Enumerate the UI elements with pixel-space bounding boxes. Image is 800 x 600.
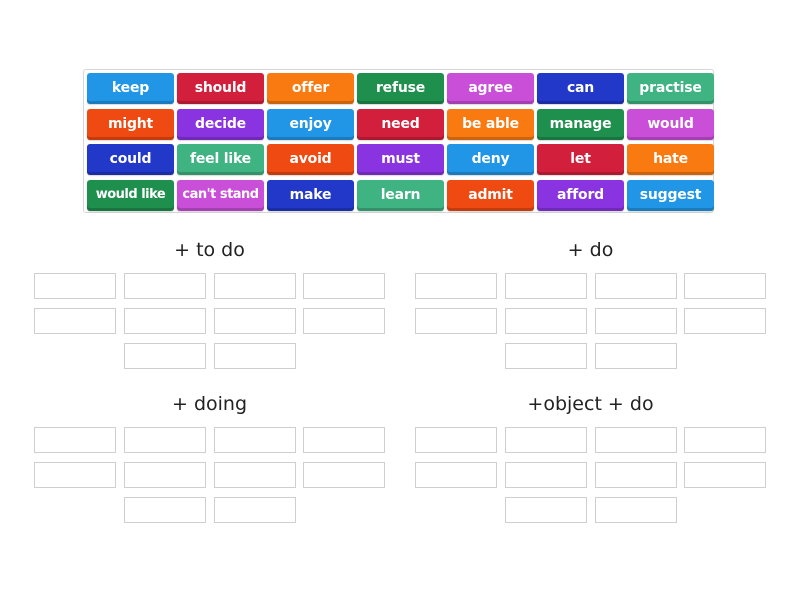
word-tile[interactable]: should [177, 73, 264, 104]
drop-slot[interactable] [505, 462, 587, 488]
word-tile[interactable]: make [267, 179, 354, 211]
word-tile[interactable]: suggest [627, 179, 714, 211]
word-tile[interactable]: keep [87, 73, 174, 104]
word-tile[interactable]: might [87, 108, 174, 140]
drop-slot[interactable] [214, 308, 296, 334]
drop-slot[interactable] [303, 427, 385, 453]
drop-slot[interactable] [415, 427, 497, 453]
group-title: + doing [171, 393, 248, 415]
drop-slot[interactable] [124, 497, 206, 523]
drop-slot[interactable] [415, 273, 497, 299]
drop-slot[interactable] [505, 308, 587, 334]
drop-slot[interactable] [505, 273, 587, 299]
word-tile[interactable]: hate [627, 144, 714, 175]
drop-slot[interactable] [505, 427, 587, 453]
word-tile[interactable]: be able [447, 108, 534, 140]
word-tile[interactable]: could [87, 144, 174, 175]
drop-slot[interactable] [214, 427, 296, 453]
drop-slot[interactable] [505, 343, 587, 369]
drop-slot[interactable] [214, 497, 296, 523]
word-tile[interactable]: refuse [357, 73, 444, 104]
word-tile[interactable]: can [537, 73, 624, 104]
word-tile[interactable]: feel like [177, 144, 264, 175]
drop-slot[interactable] [124, 308, 206, 334]
drop-slot[interactable] [124, 462, 206, 488]
drop-slot[interactable] [684, 427, 766, 453]
drop-slot[interactable] [34, 462, 116, 488]
group-title: + do [567, 239, 614, 261]
drop-slot[interactable] [124, 343, 206, 369]
drop-slot[interactable] [34, 273, 116, 299]
word-tile[interactable]: agree [447, 73, 534, 104]
word-tile[interactable]: need [357, 108, 444, 140]
drop-slot[interactable] [34, 308, 116, 334]
drop-slot[interactable] [124, 273, 206, 299]
word-tile[interactable]: can't stand [177, 179, 264, 211]
group-title: +object + do [527, 393, 654, 415]
drop-slot[interactable] [684, 462, 766, 488]
drop-slot[interactable] [214, 462, 296, 488]
drop-slot[interactable] [214, 343, 296, 369]
group-title: + to do [174, 239, 245, 261]
word-tile[interactable]: would [627, 108, 714, 140]
word-tile[interactable]: deny [447, 144, 534, 175]
drop-slot[interactable] [595, 308, 677, 334]
drop-slot[interactable] [303, 462, 385, 488]
drop-slot[interactable] [303, 273, 385, 299]
drop-slot[interactable] [595, 497, 677, 523]
drop-slot[interactable] [505, 497, 587, 523]
word-tile[interactable]: admit [447, 179, 534, 211]
drop-slot[interactable] [303, 308, 385, 334]
word-tile[interactable]: offer [267, 73, 354, 104]
drop-slot[interactable] [684, 308, 766, 334]
drop-slot[interactable] [34, 427, 116, 453]
word-tile[interactable]: avoid [267, 144, 354, 175]
drop-slot[interactable] [415, 462, 497, 488]
word-tile[interactable]: decide [177, 108, 264, 140]
drop-slot[interactable] [124, 427, 206, 453]
drop-slot[interactable] [595, 273, 677, 299]
word-tile[interactable]: would like [87, 179, 174, 211]
word-tile[interactable]: practise [627, 73, 714, 104]
word-tile[interactable]: learn [357, 179, 444, 211]
drop-slot[interactable] [214, 273, 296, 299]
drop-slot[interactable] [595, 427, 677, 453]
drop-slot[interactable] [595, 462, 677, 488]
drop-slot[interactable] [595, 343, 677, 369]
word-tile[interactable]: let [537, 144, 624, 175]
drop-slot[interactable] [684, 273, 766, 299]
word-tile[interactable]: must [357, 144, 444, 175]
word-tile[interactable]: manage [537, 108, 624, 140]
drop-slot[interactable] [415, 308, 497, 334]
word-tile[interactable]: enjoy [267, 108, 354, 140]
word-tile[interactable]: afford [537, 179, 624, 211]
